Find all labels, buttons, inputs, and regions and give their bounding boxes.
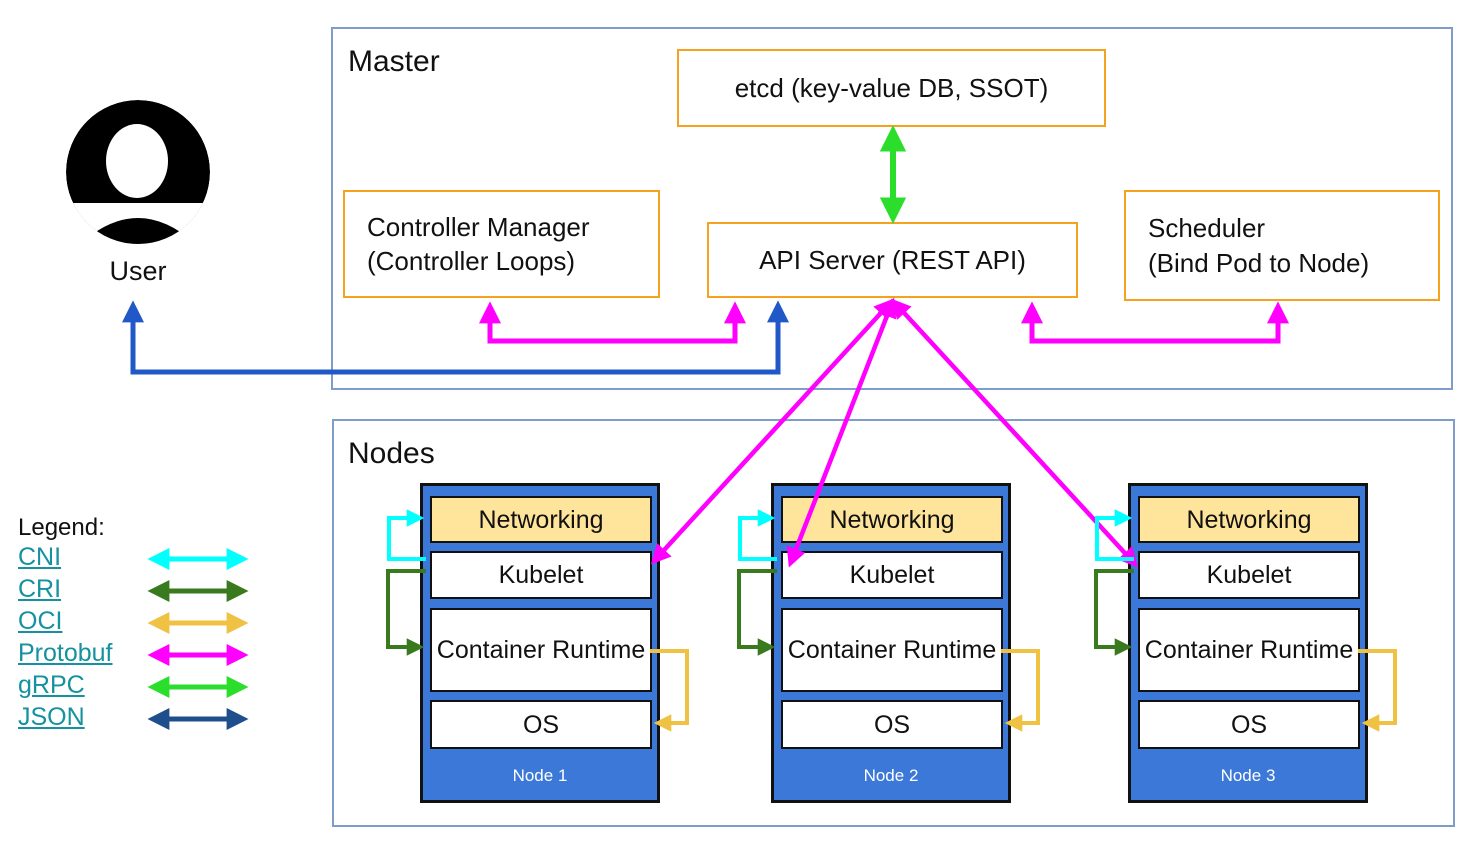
legend-title: Legend: [18,514,105,541]
node-1-container: Networking Kubelet Container Runtime OS … [420,483,660,803]
legend-link-cri[interactable]: CRI [18,575,62,603]
legend-link-grpc[interactable]: gRPC [18,671,85,699]
grpc-arrow-icon [147,675,249,699]
legend-item-json: JSON [18,703,268,735]
etcd-label: etcd (key-value DB, SSOT) [734,72,1049,103]
scheduler-line1: Scheduler [1148,213,1266,244]
legend-link-json[interactable]: JSON [18,703,85,731]
node-2-container-runtime-box: Container Runtime [781,608,1003,692]
legend-item-protobuf: Protobuf [18,639,268,671]
user-avatar-svg [66,100,210,244]
protobuf-arrow-icon [147,643,249,667]
user-label: User [109,256,167,286]
scheduler-box: Scheduler (Bind Pod to Node) [1124,190,1440,301]
node-3-label: Node 3 [1220,766,1276,785]
scheduler-label: Scheduler (Bind Pod to Node) [1148,211,1369,280]
controller-manager-line1: Controller Manager [367,211,590,242]
controller-manager-box: Controller Manager (Controller Loops) [343,190,660,298]
node-3-container-runtime-box: Container Runtime [1138,608,1360,692]
nodes-section-title: Nodes [348,437,435,470]
scheduler-line2: (Bind Pod to Node) [1148,247,1370,278]
api-server-label: API Server (REST API) [759,244,1026,275]
node-2-networking-box: Networking [781,496,1003,543]
node-1-os-box: OS [430,700,652,749]
etcd-box: etcd (key-value DB, SSOT) [677,49,1106,127]
node-3-os-box: OS [1138,700,1360,749]
json-arrow-icon [147,707,249,731]
node-2-kubelet-box: Kubelet [781,551,1003,599]
legend-item-cni: CNI [18,543,268,575]
master-section-title: Master [348,45,440,78]
legend-item-grpc: gRPC [18,671,268,703]
node-3-networking-box: Networking [1138,496,1360,543]
legend-link-cni[interactable]: CNI [18,543,62,571]
node-1-container-runtime-box: Container Runtime [430,608,652,692]
node-3-kubelet-box: Kubelet [1138,551,1360,599]
cri-arrow-icon [147,579,249,603]
api-server-box: API Server (REST API) [707,222,1078,298]
node-1-kubelet-box: Kubelet [430,551,652,599]
controller-manager-label: Controller Manager (Controller Loops) [367,210,590,279]
oci-arrow-icon [147,611,249,635]
node-2-os-box: OS [781,700,1003,749]
cni-arrow-icon [147,547,249,571]
node-1-label: Node 1 [512,766,568,785]
controller-manager-line2: (Controller Loops) [367,246,576,276]
node-2-label: Node 2 [863,766,919,785]
legend-item-cri: CRI [18,575,268,607]
node-1-networking-box: Networking [430,496,652,543]
legend-link-oci[interactable]: OCI [18,607,63,635]
node-2-container: Networking Kubelet Container Runtime OS … [771,483,1011,803]
legend-item-oci: OCI [18,607,268,639]
legend-link-protobuf[interactable]: Protobuf [18,639,113,667]
node-3-container: Networking Kubelet Container Runtime OS … [1128,483,1368,803]
user-avatar-icon [65,99,211,245]
